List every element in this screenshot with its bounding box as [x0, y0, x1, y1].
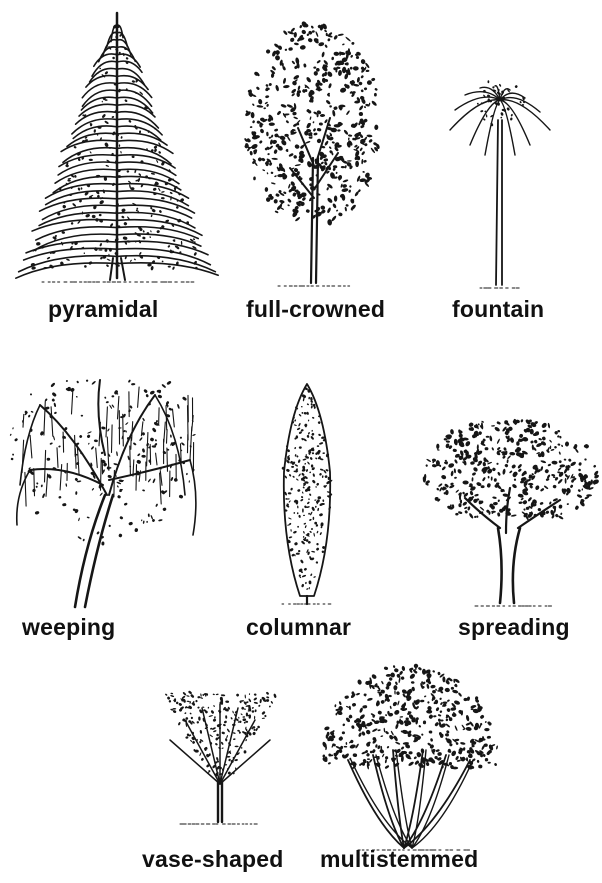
- tree-full-crowned-illustration: [238, 18, 388, 293]
- tree-pyramidal-illustration: [22, 8, 212, 293]
- spreading-tree-drawing: [420, 418, 600, 608]
- vase-shaped-tree-drawing: [160, 682, 280, 827]
- label-fountain: fountain: [452, 296, 544, 323]
- fountain-tree-drawing: [440, 60, 560, 295]
- tree-multistemmed-illustration: [318, 660, 500, 852]
- weeping-tree-drawing: [5, 375, 205, 610]
- label-weeping: weeping: [22, 614, 115, 641]
- tree-vase-shaped-illustration: [160, 682, 280, 827]
- label-columnar: columnar: [246, 614, 351, 641]
- label-spreading: spreading: [458, 614, 570, 641]
- full-crowned-tree-drawing: [238, 18, 388, 293]
- label-pyramidal: pyramidal: [48, 296, 158, 323]
- tree-columnar-illustration: [272, 382, 342, 607]
- tree-fountain-illustration: [440, 60, 560, 295]
- label-full-crowned: full-crowned: [246, 296, 385, 323]
- multistemmed-tree-drawing: [318, 660, 500, 852]
- tree-weeping-illustration: [5, 375, 205, 610]
- label-multistemmed: multistemmed: [320, 846, 478, 873]
- columnar-tree-drawing: [272, 382, 342, 607]
- tree-spreading-illustration: [420, 418, 600, 608]
- label-vase-shaped: vase-shaped: [142, 846, 284, 873]
- pyramidal-tree-drawing: [22, 8, 212, 293]
